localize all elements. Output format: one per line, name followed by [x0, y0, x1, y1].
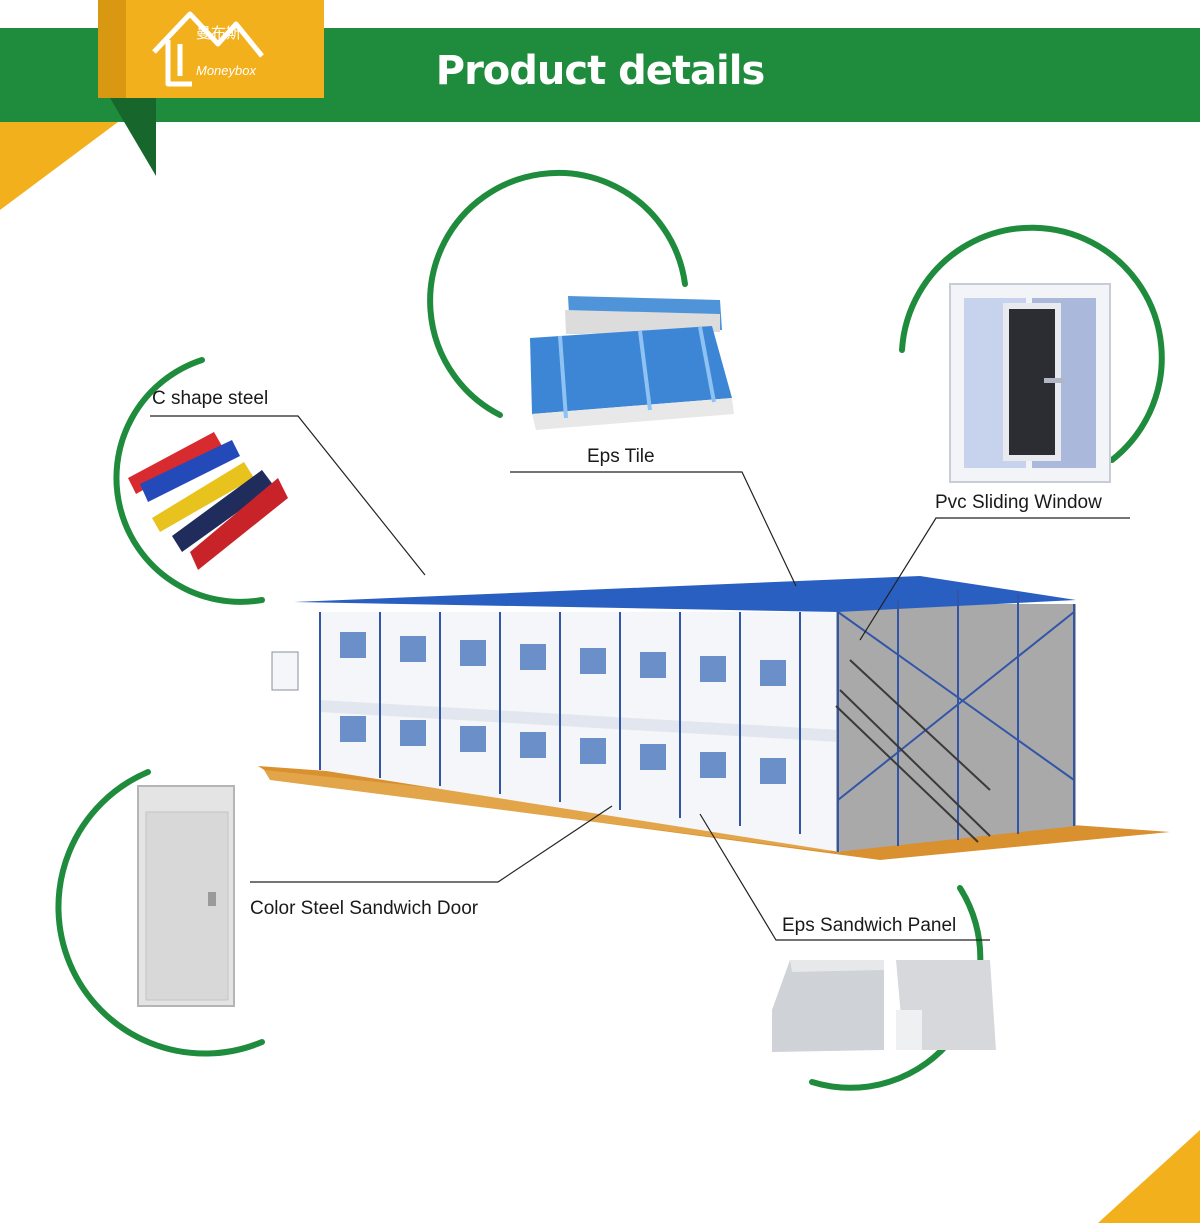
- sandwich-panel-image: [772, 960, 996, 1052]
- corner-orange-top-left: [0, 122, 118, 210]
- page-title: Product details: [435, 48, 766, 94]
- label-sandwich-panel: Eps Sandwich Panel: [782, 915, 957, 936]
- c-shape-steel-image: [128, 432, 288, 570]
- green-arcs: [55, 170, 1165, 1091]
- label-c-shape-steel: C shape steel: [152, 388, 269, 409]
- label-eps-tile: Eps Tile: [587, 446, 655, 467]
- arc-door: [55, 769, 265, 1057]
- eps-tile-image: [530, 296, 734, 430]
- arc-eps-tile: [427, 170, 688, 418]
- arc-steel: [113, 357, 265, 605]
- header-fold: [110, 98, 156, 176]
- building: [258, 576, 1170, 860]
- logo-sub-text: Moneybox: [196, 63, 256, 78]
- logo-tab-shade: [98, 0, 126, 98]
- label-door: Color Steel Sandwich Door: [250, 898, 479, 919]
- corner-orange-bottom-right: [1098, 1130, 1200, 1223]
- arc-window: [899, 224, 1165, 463]
- label-pvc-window: Pvc Sliding Window: [935, 492, 1102, 513]
- logo-tab: [98, 0, 324, 98]
- house-logo-icon: [152, 11, 264, 87]
- pvc-window-image: [949, 283, 1111, 483]
- door-image: [137, 785, 235, 1007]
- staircase: [835, 659, 991, 843]
- leader-lines: [150, 415, 1130, 941]
